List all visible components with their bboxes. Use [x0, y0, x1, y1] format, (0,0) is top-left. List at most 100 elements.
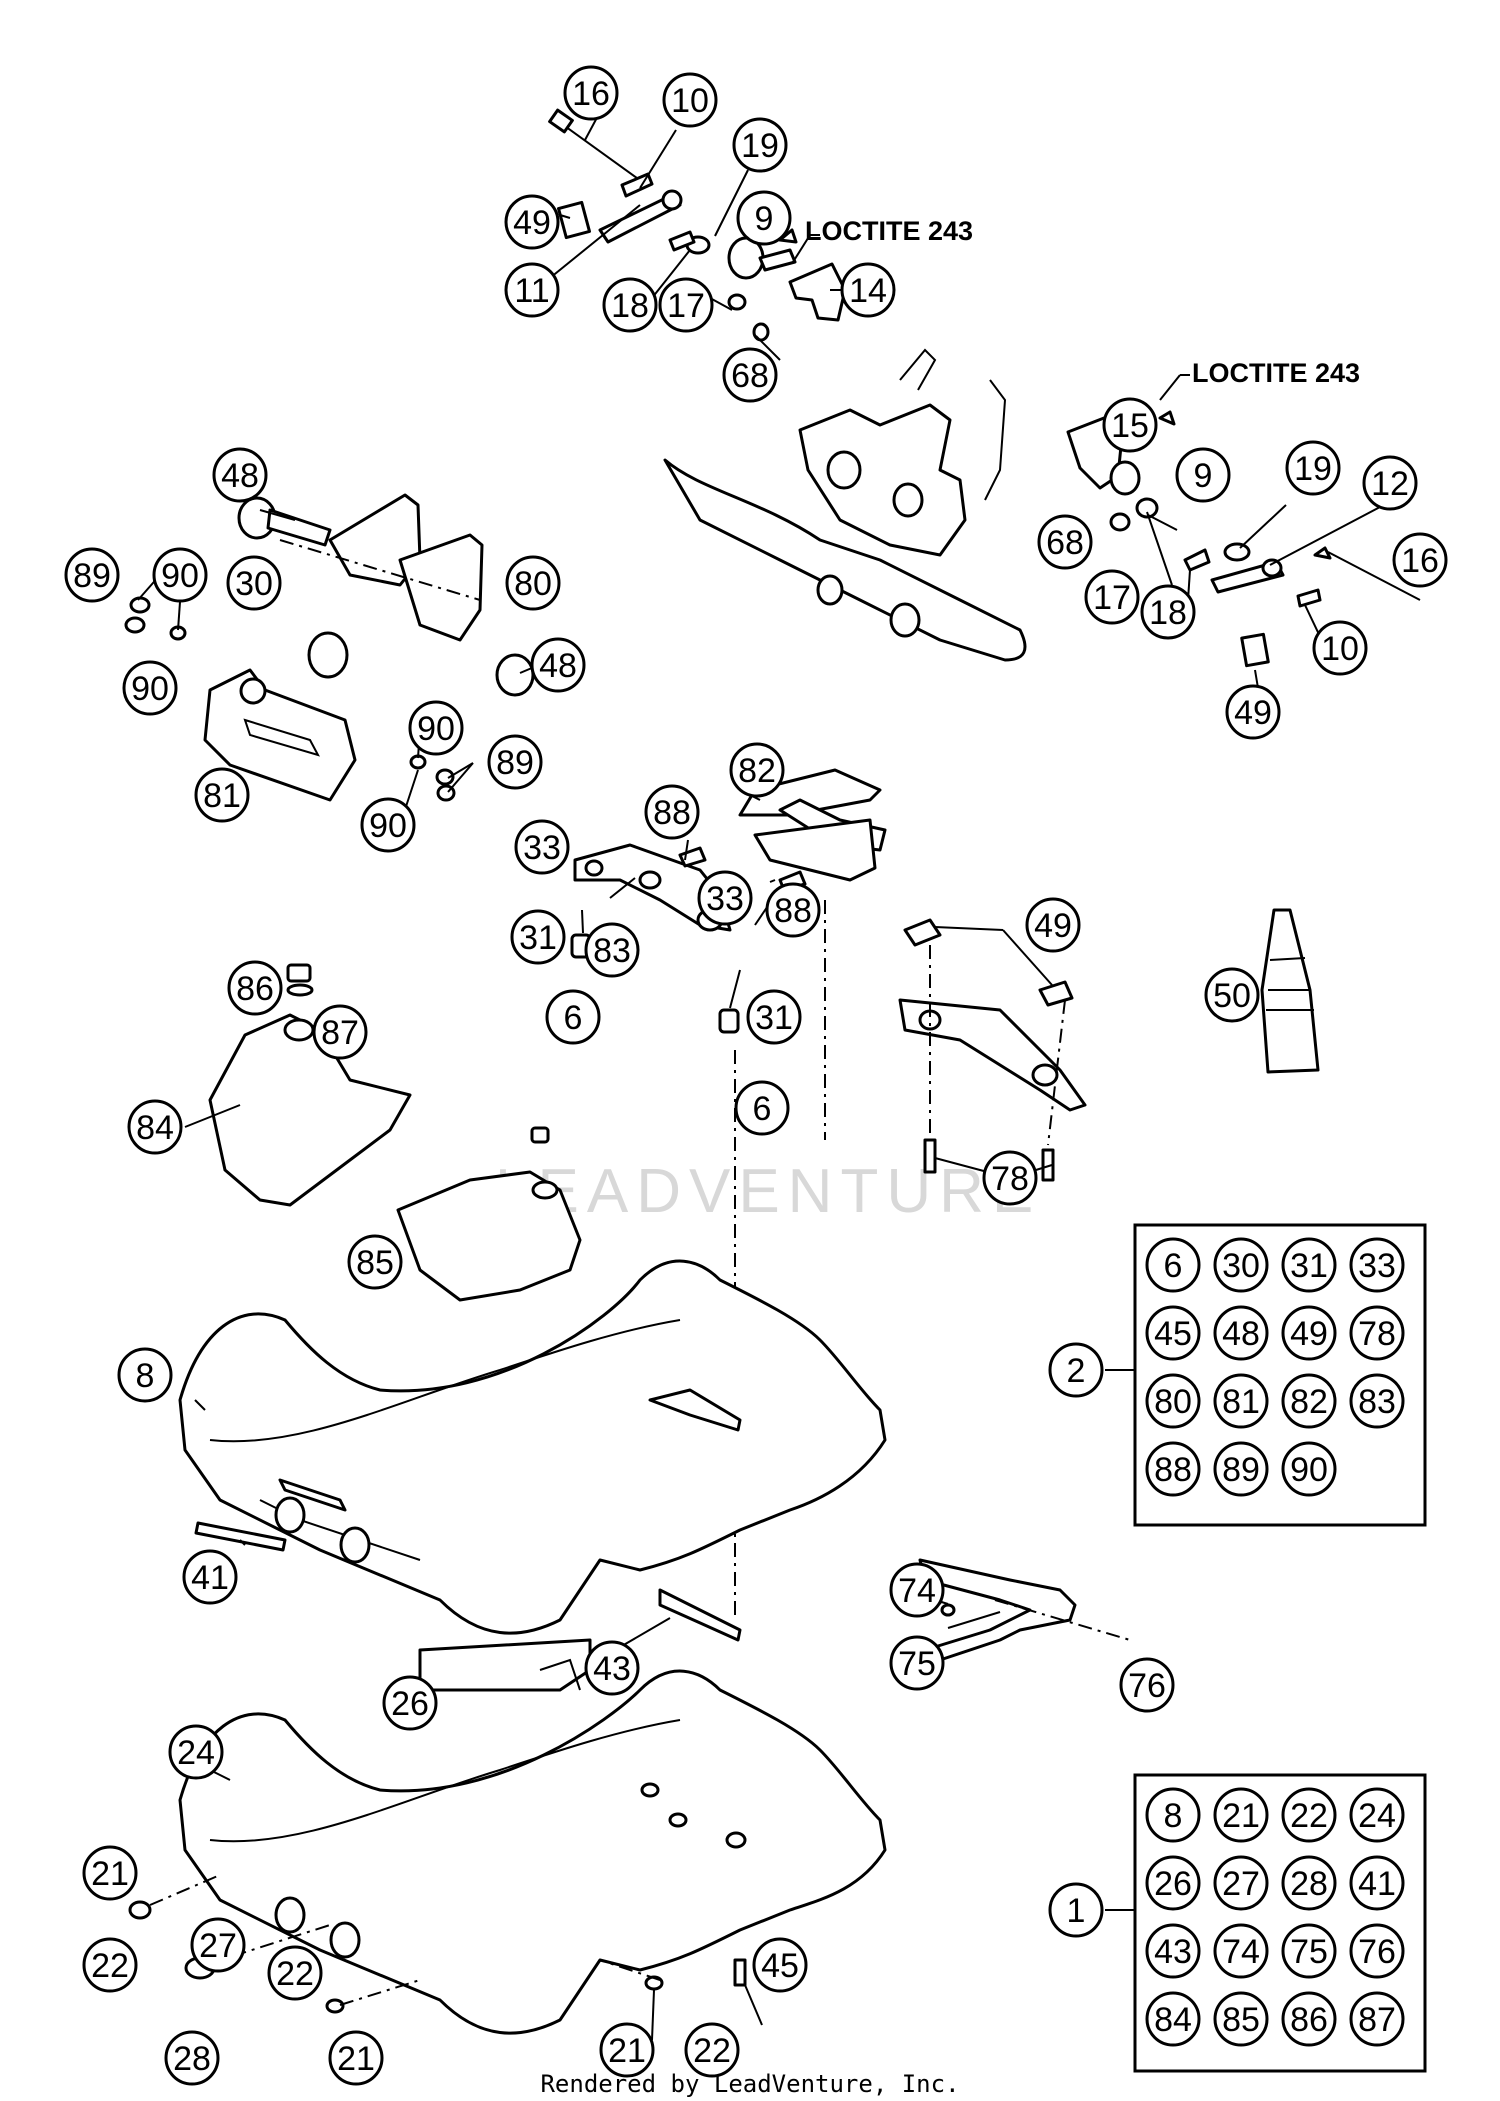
svg-text:24: 24: [177, 1734, 215, 1772]
svg-text:88: 88: [774, 892, 812, 930]
kit-2-box: [1105, 1223, 1427, 1527]
callout-82: 82: [729, 742, 785, 798]
svg-text:49: 49: [1234, 694, 1272, 732]
callout-21: 21: [599, 2022, 655, 2078]
svg-text:24: 24: [1358, 1797, 1396, 1835]
kit-item-48: 48: [1213, 1305, 1269, 1361]
svg-text:6: 6: [1164, 1247, 1183, 1285]
callout-layer: 16 10 19 49 9 11 18 17 14 68 15 9 19 12 …: [64, 65, 1448, 2086]
svg-text:8: 8: [136, 1357, 155, 1395]
callout-89: 89: [487, 734, 543, 790]
svg-text:78: 78: [1358, 1315, 1396, 1353]
callout-48: 48: [212, 447, 268, 503]
footer-credit: Rendered by LeadVenture, Inc.: [540, 2070, 959, 2098]
kit-1-box: [1105, 1773, 1427, 2073]
svg-text:85: 85: [356, 1244, 394, 1282]
kit-item-31: 31: [1281, 1237, 1337, 1293]
svg-text:50: 50: [1213, 977, 1251, 1015]
kit-item-27: 27: [1213, 1855, 1269, 1911]
engine-mount-left: [124, 493, 535, 802]
svg-text:22: 22: [276, 1955, 314, 1993]
svg-text:68: 68: [1046, 524, 1084, 562]
callout-27: 27: [190, 1917, 246, 1973]
callout-74: 74: [889, 1562, 945, 1618]
svg-text:75: 75: [1290, 1933, 1328, 1971]
svg-text:74: 74: [1222, 1933, 1260, 1971]
kit-item-41: 41: [1349, 1855, 1405, 1911]
kit-item-90: 90: [1281, 1441, 1337, 1497]
callout-9: 9: [1175, 447, 1231, 503]
callout-9: 9: [736, 190, 792, 246]
kit-item-43: 43: [1145, 1923, 1201, 1979]
callout-84: 84: [127, 1099, 183, 1155]
svg-text:31: 31: [1290, 1247, 1328, 1285]
svg-text:21: 21: [1222, 1797, 1260, 1835]
kit-item-26: 26: [1145, 1855, 1201, 1911]
loctite-label-b: LOCTITE 243: [1192, 358, 1360, 388]
callout-45: 45: [752, 1937, 808, 1993]
callout-19: 19: [1285, 440, 1341, 496]
callout-33: 33: [514, 819, 570, 875]
svg-text:41: 41: [1358, 1865, 1396, 1903]
svg-text:17: 17: [667, 287, 705, 325]
svg-text:22: 22: [91, 1947, 129, 1985]
kit-item-75: 75: [1281, 1923, 1337, 1979]
svg-text:18: 18: [1149, 594, 1187, 632]
svg-text:6: 6: [564, 999, 583, 1037]
kit-item-22: 22: [1281, 1787, 1337, 1843]
cover-parts: [208, 963, 582, 1302]
callout-31: 31: [746, 989, 802, 1045]
callout-11: 11: [504, 262, 560, 318]
svg-text:76: 76: [1128, 1667, 1166, 1705]
svg-text:16: 16: [1401, 542, 1439, 580]
svg-text:84: 84: [1154, 2001, 1192, 2039]
svg-text:78: 78: [991, 1160, 1029, 1198]
svg-text:85: 85: [1222, 2001, 1260, 2039]
svg-text:41: 41: [191, 1559, 229, 1597]
svg-text:90: 90: [417, 710, 455, 748]
svg-text:19: 19: [741, 127, 779, 165]
callout-21: 21: [82, 1845, 138, 1901]
callout-kit-1: 1: [1048, 1882, 1104, 1938]
svg-text:90: 90: [161, 557, 199, 595]
callout-6: 6: [545, 989, 601, 1045]
svg-text:76: 76: [1358, 1933, 1396, 1971]
kit-item-6: 6: [1145, 1237, 1201, 1293]
svg-text:27: 27: [199, 1927, 237, 1965]
kit-item-89: 89: [1213, 1441, 1269, 1497]
svg-text:10: 10: [671, 82, 709, 120]
watermark-text: LEADVENTURE: [495, 1157, 1041, 1226]
kit-item-49: 49: [1281, 1305, 1337, 1361]
kit-item-87: 87: [1349, 1991, 1405, 2047]
svg-text:75: 75: [898, 1645, 936, 1683]
svg-text:49: 49: [513, 204, 551, 242]
svg-text:81: 81: [203, 777, 241, 815]
skid-plate-upper: [178, 1259, 887, 1635]
svg-text:17: 17: [1093, 579, 1131, 617]
svg-text:48: 48: [1222, 1315, 1260, 1353]
kit-item-45: 45: [1145, 1305, 1201, 1361]
kit-item-78: 78: [1349, 1305, 1405, 1361]
callout-49: 49: [1025, 897, 1081, 953]
svg-text:27: 27: [1222, 1865, 1260, 1903]
callout-89: 89: [64, 547, 120, 603]
svg-text:30: 30: [1222, 1247, 1260, 1285]
svg-text:28: 28: [1290, 1865, 1328, 1903]
callout-68: 68: [722, 347, 778, 403]
loctite-note-b: LOCTITE 243: [1192, 358, 1360, 388]
kit-item-86: 86: [1281, 1991, 1337, 2047]
svg-text:43: 43: [1154, 1933, 1192, 1971]
callout-17: 17: [1084, 569, 1140, 625]
callout-26: 26: [382, 1675, 438, 1731]
kit-item-33: 33: [1349, 1237, 1405, 1293]
svg-text:14: 14: [849, 272, 887, 310]
callout-90: 90: [152, 547, 208, 603]
svg-text:45: 45: [1154, 1315, 1192, 1353]
callout-kit-2: 2: [1048, 1342, 1104, 1398]
callout-10: 10: [1312, 620, 1368, 676]
callout-22: 22: [684, 2022, 740, 2078]
callout-76: 76: [1119, 1657, 1175, 1713]
kit-item-80: 80: [1145, 1373, 1201, 1429]
